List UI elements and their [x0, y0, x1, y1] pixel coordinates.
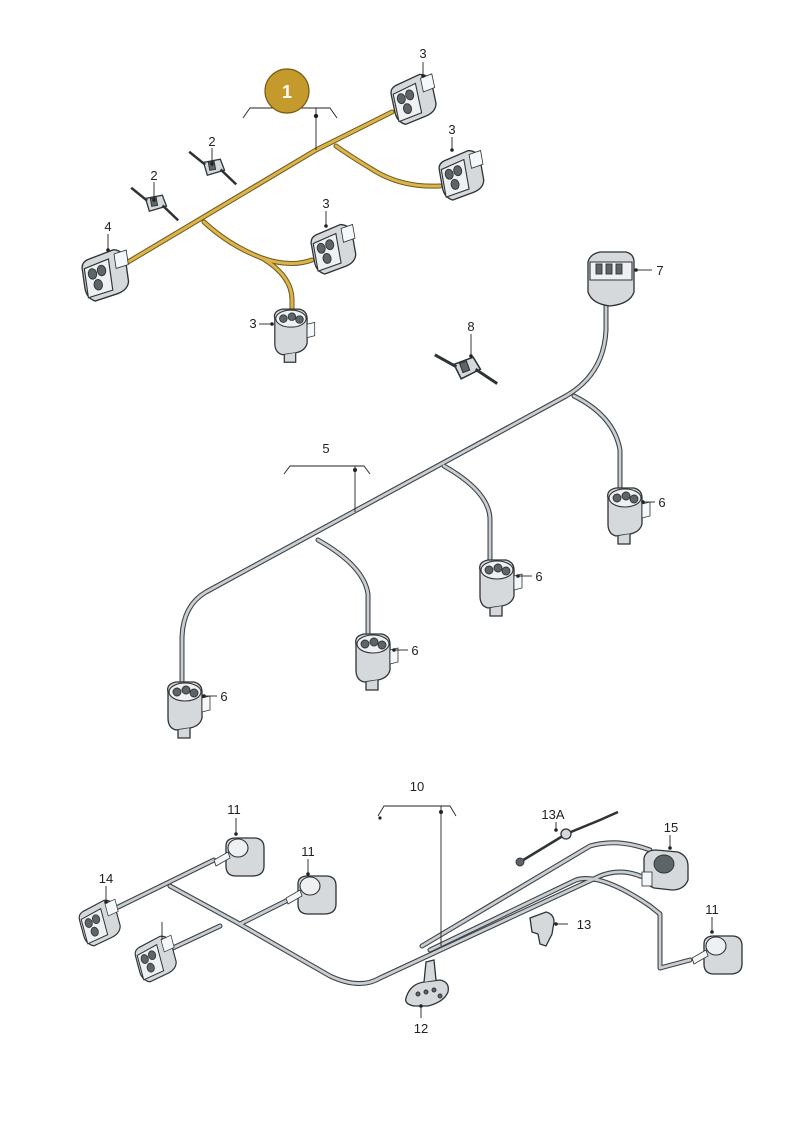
- callout-14: 14: [99, 871, 113, 886]
- callout-12: 12: [414, 1021, 428, 1036]
- callout-5: 5: [322, 441, 329, 456]
- clip-13a[interactable]: [515, 810, 619, 867]
- callout-3d: 3: [249, 316, 256, 331]
- callout-7: 7: [656, 263, 663, 278]
- connector-3-middle[interactable]: [308, 221, 361, 277]
- callout-3b: 3: [448, 122, 455, 137]
- connector-6a[interactable]: [607, 487, 651, 545]
- connector-7[interactable]: [587, 251, 635, 307]
- callout-13a: 13A: [541, 807, 564, 822]
- callout-3c: 3: [322, 196, 329, 211]
- callout-15: 15: [664, 820, 678, 835]
- item-5-bracket: [283, 465, 371, 512]
- callout-2a: 2: [208, 134, 215, 149]
- connector-3-top[interactable]: [387, 71, 442, 127]
- callout-8: 8: [467, 319, 474, 334]
- callout-2b: 2: [150, 168, 157, 183]
- callout-6d: 6: [220, 689, 227, 704]
- item-10-bracket: [377, 805, 457, 946]
- callout-11c: 11: [705, 902, 719, 917]
- connector-4[interactable]: [79, 247, 134, 303]
- sensor-11c[interactable]: [691, 935, 743, 975]
- cable-tie-8[interactable]: [433, 353, 499, 386]
- sensor-15[interactable]: [641, 849, 689, 891]
- cable-tie-2b[interactable]: [125, 186, 184, 222]
- callout-3a: 3: [419, 46, 426, 61]
- callout-6a: 6: [658, 495, 665, 510]
- callout-10: 10: [410, 779, 424, 794]
- connector-3-right[interactable]: [436, 147, 489, 203]
- harness-10: [101, 840, 693, 986]
- connector-6d[interactable]: [167, 681, 211, 739]
- callout-11b: 11: [301, 844, 315, 859]
- connector-3-bottom[interactable]: [273, 308, 316, 363]
- badge-label: 1: [282, 82, 292, 102]
- callout-11a: 11: [227, 802, 241, 817]
- part-13[interactable]: [529, 911, 555, 947]
- connector-unlabelled[interactable]: [131, 932, 182, 985]
- harness-1: [125, 109, 443, 315]
- connector-6b[interactable]: [479, 559, 523, 617]
- sensor-11b[interactable]: [285, 875, 337, 915]
- callout-13: 13: [577, 917, 591, 932]
- callout-6c: 6: [411, 643, 418, 658]
- cable-tie-2a[interactable]: [183, 150, 242, 186]
- connector-6c[interactable]: [355, 633, 399, 691]
- sensor-11a[interactable]: [213, 837, 265, 877]
- callout-leaders: [104, 62, 714, 1018]
- harness-5: [179, 301, 623, 689]
- callout-labels: 3 3 3 3 2 2 4 7 8 5 6 6 6 6 10 11 11 11 …: [99, 46, 719, 1036]
- item-1-badge: 1: [242, 68, 338, 150]
- callout-4: 4: [104, 219, 111, 234]
- grommet-12[interactable]: [405, 959, 449, 1007]
- badge-circle: [264, 68, 310, 114]
- callout-6b: 6: [535, 569, 542, 584]
